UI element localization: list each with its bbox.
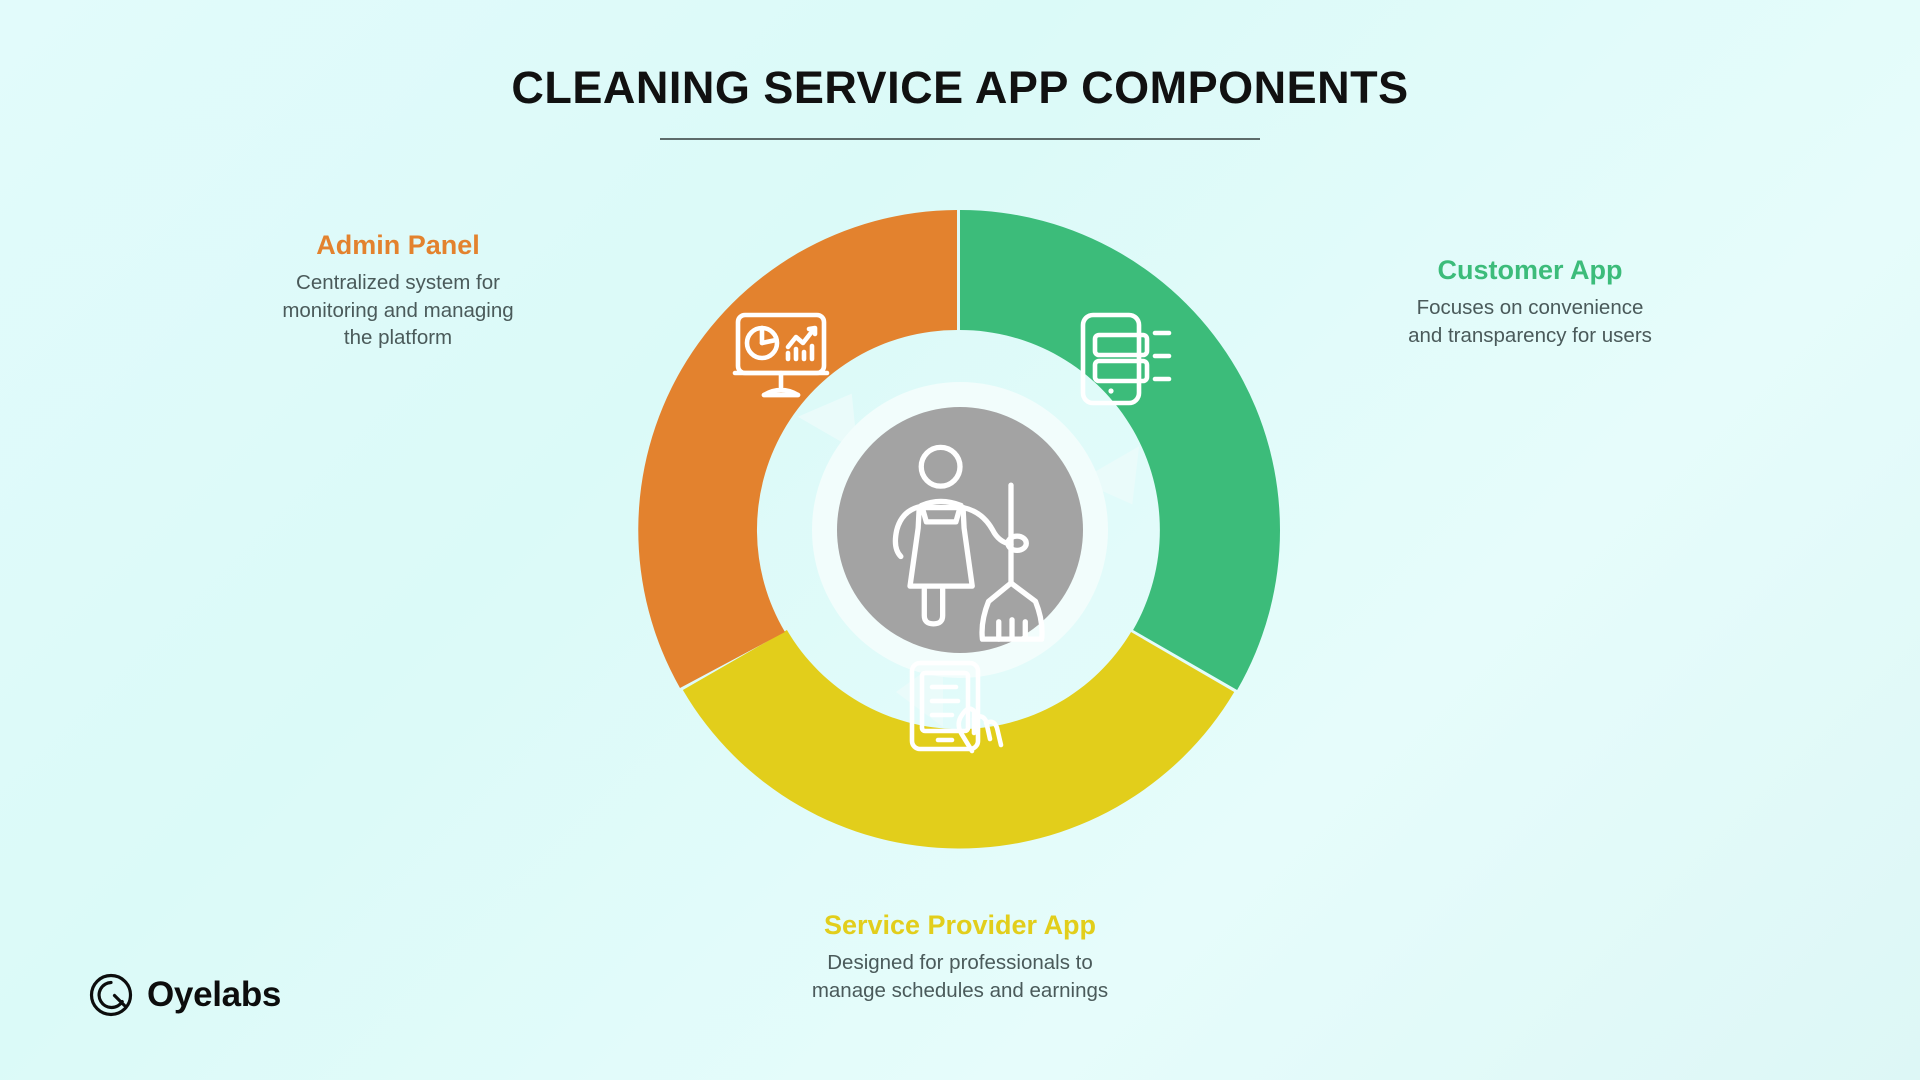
label-admin-panel-description: Centralized system for monitoring and ma… [212, 269, 584, 352]
label-customer-app: Customer App Focuses on convenience and … [1335, 255, 1725, 349]
label-customer-app-desc-line1: Focuses on convenience [1416, 296, 1644, 320]
donut-diagram [620, 190, 1300, 870]
label-customer-app-description: Focuses on convenience and transparency … [1335, 294, 1725, 349]
smartphone-booking-list-icon [1080, 312, 1172, 406]
segment-customer-app[interactable] [960, 210, 1281, 690]
label-service-provider-app-desc-line1: Designed for professionals to [827, 951, 1093, 975]
brand-name: Oyelabs [147, 975, 282, 1014]
label-customer-app-desc-line2: and transparency for users [1408, 323, 1652, 347]
segment-admin-panel[interactable] [638, 210, 957, 688]
label-customer-app-title: Customer App [1437, 255, 1623, 285]
hand-holding-tablet-checklist-icon [909, 660, 1004, 754]
label-admin-panel: Admin Panel Centralized system for monit… [212, 230, 584, 352]
oyelabs-circle-logo-icon [89, 973, 133, 1017]
page-title: CLEANING SERVICE APP COMPONENTS [511, 62, 1409, 113]
monitor-analytics-dashboard-icon [732, 312, 830, 398]
cleaner-with-broom-icon [892, 444, 1045, 642]
label-service-provider-app: Service Provider App Designed for profes… [700, 910, 1220, 1004]
label-service-provider-app-desc-line2: manage schedules and earnings [811, 978, 1109, 1002]
center-circle [837, 407, 1083, 653]
label-admin-panel-desc-line1: Centralized system for [296, 271, 500, 295]
label-admin-panel-title: Admin Panel [316, 230, 480, 260]
label-admin-panel-desc-line2: monitoring and managing [282, 298, 514, 322]
label-service-provider-app-description: Designed for professionals to manage sch… [700, 949, 1220, 1004]
brand-logo[interactable]: Oyelabs [88, 972, 281, 1018]
donut-chart-svg [638, 210, 1281, 849]
label-service-provider-app-title: Service Provider App [823, 910, 1097, 940]
title-divider [660, 138, 1260, 140]
header: CLEANING SERVICE APP COMPONENTS [0, 62, 1920, 140]
label-admin-panel-desc-line3: the platform [343, 326, 453, 350]
